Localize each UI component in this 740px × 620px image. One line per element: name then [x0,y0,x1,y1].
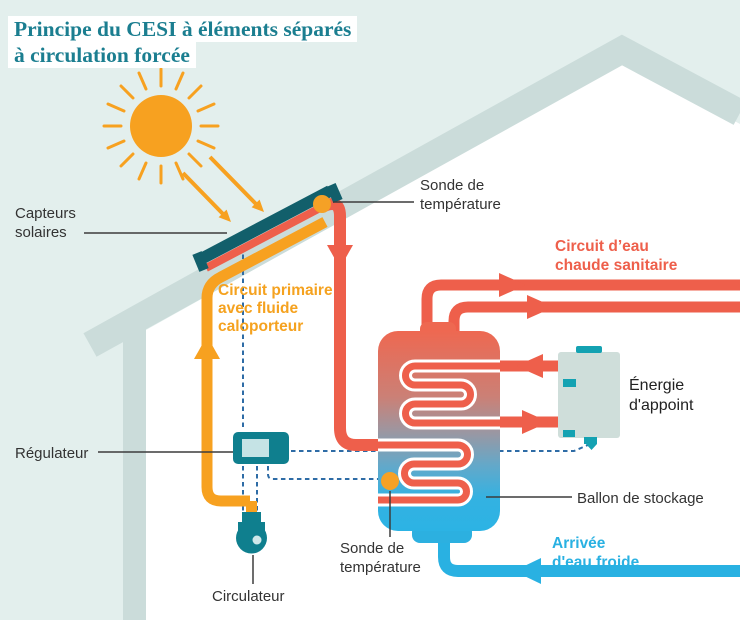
regulator-box [233,432,289,464]
page-title-line1: Principe du CESI à éléments séparés [8,16,358,42]
solar-collector [192,182,343,272]
cold-water-flow-arrow [514,558,541,584]
sun-radiation-arrows [181,155,264,222]
primary-supply-flow-arrow [327,245,353,268]
primary-return-flow-arrow [194,336,220,359]
circulator-pump [236,512,267,554]
page-title-line2: à circulation forcée [8,42,196,68]
hot-water-pipe-1 [421,279,740,340]
aux-heater-body [558,352,620,438]
collector-supply-stripe [204,203,324,272]
aux-flow-arrow-in [516,354,543,378]
label-circuit-eau-chaude: Circuit d’eau chaude sanitaire [555,238,678,274]
circulator-dot [252,535,262,545]
sun-arrow-1-head [251,199,264,212]
hot-water-flow-arrow-1 [499,273,526,297]
label-ballon-stockage: Ballon de stockage [577,490,704,507]
sun-disc [130,95,192,157]
auxiliary-heater-box [558,346,620,450]
label-arrivee-eau-froide: Arrivée d'eau froide [552,535,640,571]
storage-tank [378,322,500,543]
sun-arrow-2 [181,171,225,216]
circulator-neck [242,512,261,525]
aux-flow-arrow-out [522,410,549,434]
tank-coil-upper [402,362,500,427]
primary-supply-pipe [319,198,386,451]
temperature-sensor-tank [381,472,399,490]
control-wire-regulator-to-aux [291,444,589,452]
regulator-screen [242,439,269,457]
aux-heater-top-tab [576,346,602,353]
label-sonde-temperature-haut: Sonde de température [420,177,501,213]
circulator-shoulder [238,522,265,534]
aux-heater-dash-2 [563,430,575,437]
label-energie-appoint: Énergie d'appoint [629,377,694,414]
hot-water-pipe-2 [448,301,740,340]
page-title: Principe du CESI à éléments séparés à ci… [8,16,358,68]
aux-heater-dash-1 [563,379,576,387]
label-regulateur: Régulateur [15,445,89,462]
collector-end-cap-left [192,251,209,272]
aux-heater-connector [584,437,597,444]
label-sonde-temperature-bas: Sonde de température [340,540,421,576]
cold-water-pipe [438,532,740,577]
label-circulateur: Circulateur [212,588,285,605]
label-capteurs-solaires: Capteurs solaires [15,205,76,241]
temperature-sensor-collector [313,195,331,213]
aux-heater-connector-tip [586,444,597,450]
collector-panel [198,185,333,265]
sun-arrow-1 [208,155,258,206]
sun-rays [102,67,220,185]
label-circuit-primaire: Circuit primaire avec fluide caloporteur [218,282,333,335]
hot-water-flow-arrow-2 [527,295,554,319]
tank-coil-lower [378,441,471,504]
house-wall [123,318,146,620]
control-wire-regulator-to-tank-sensor [267,466,381,480]
sun-arrow-2-head [218,209,231,222]
sun-icon [102,67,220,185]
collector-end-cap-right [326,182,343,204]
primary-return-pipe [201,217,328,507]
circulator-stub [246,501,257,515]
